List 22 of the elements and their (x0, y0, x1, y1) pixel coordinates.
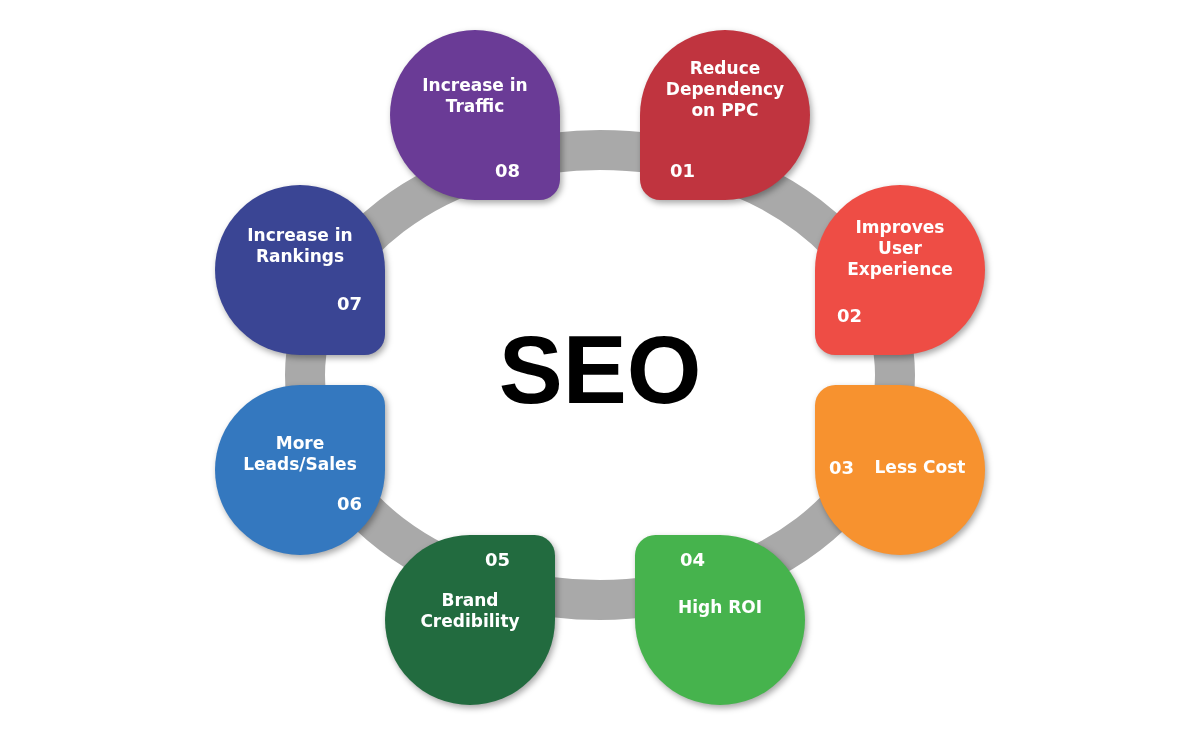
step-number: 05 (485, 549, 511, 570)
step-number: 07 (337, 293, 363, 314)
step-number: 04 (680, 549, 706, 570)
petal (815, 385, 985, 555)
petal-label: Less Cost (873, 457, 967, 478)
step-number: 02 (837, 305, 863, 326)
petal (215, 385, 385, 555)
petal-label: High ROI (676, 597, 764, 618)
step-number: 06 (337, 493, 363, 514)
petal-label: Reduce Dependency on PPC (664, 58, 786, 121)
petal-label: Increase in Traffic (421, 75, 529, 117)
center-title: SEO (498, 315, 702, 425)
step-number: 08 (495, 160, 521, 181)
petal (385, 535, 555, 705)
step-number: 01 (670, 160, 696, 181)
petal (635, 535, 805, 705)
petal-label: Brand Credibility (419, 590, 521, 632)
petal-label: Improves User Experience (846, 217, 954, 280)
petal-label: Increase in Rankings (246, 225, 354, 267)
petal-label: More Leads/Sales (242, 433, 358, 475)
step-number: 03 (829, 457, 855, 478)
petal (640, 30, 810, 200)
